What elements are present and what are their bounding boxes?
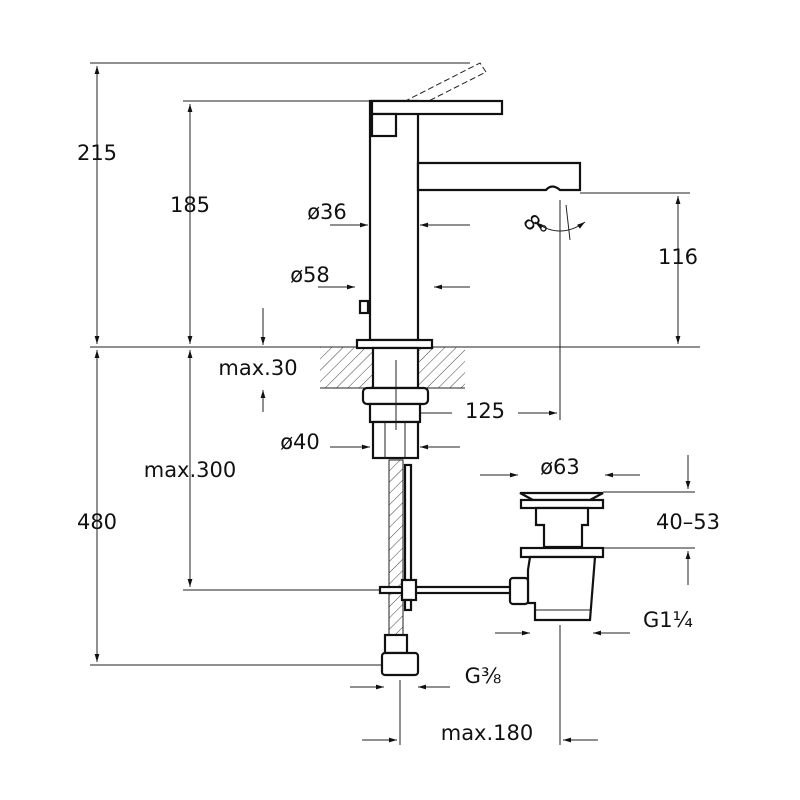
pop-up-drain bbox=[508, 491, 605, 622]
label-base-diameter: ø58 bbox=[290, 263, 330, 287]
label-spout-rotation: 8° bbox=[518, 210, 552, 244]
label-outlet-height: 116 bbox=[658, 245, 698, 269]
label-drain-diameter: ø63 bbox=[540, 455, 580, 479]
label-max-counter: max.30 bbox=[218, 356, 297, 380]
label-max-below: max.300 bbox=[144, 458, 237, 482]
faucet bbox=[355, 62, 582, 460]
label-max-drain-offset: max.180 bbox=[441, 721, 534, 745]
label-hose-thread: G⅜ bbox=[465, 664, 502, 688]
label-drain-height: 40–53 bbox=[656, 510, 720, 534]
label-spout-reach: 125 bbox=[465, 399, 505, 423]
label-hose-length: 480 bbox=[77, 510, 117, 534]
label-drain-thread: G1¼ bbox=[643, 608, 693, 632]
label-spout-height: 185 bbox=[170, 193, 210, 217]
label-shank-diameter: ø40 bbox=[280, 430, 320, 454]
supply-hose bbox=[378, 459, 522, 677]
label-total-height: 215 bbox=[77, 141, 117, 165]
dimension-lines bbox=[94, 66, 691, 743]
label-body-diameter: ø36 bbox=[307, 200, 347, 224]
